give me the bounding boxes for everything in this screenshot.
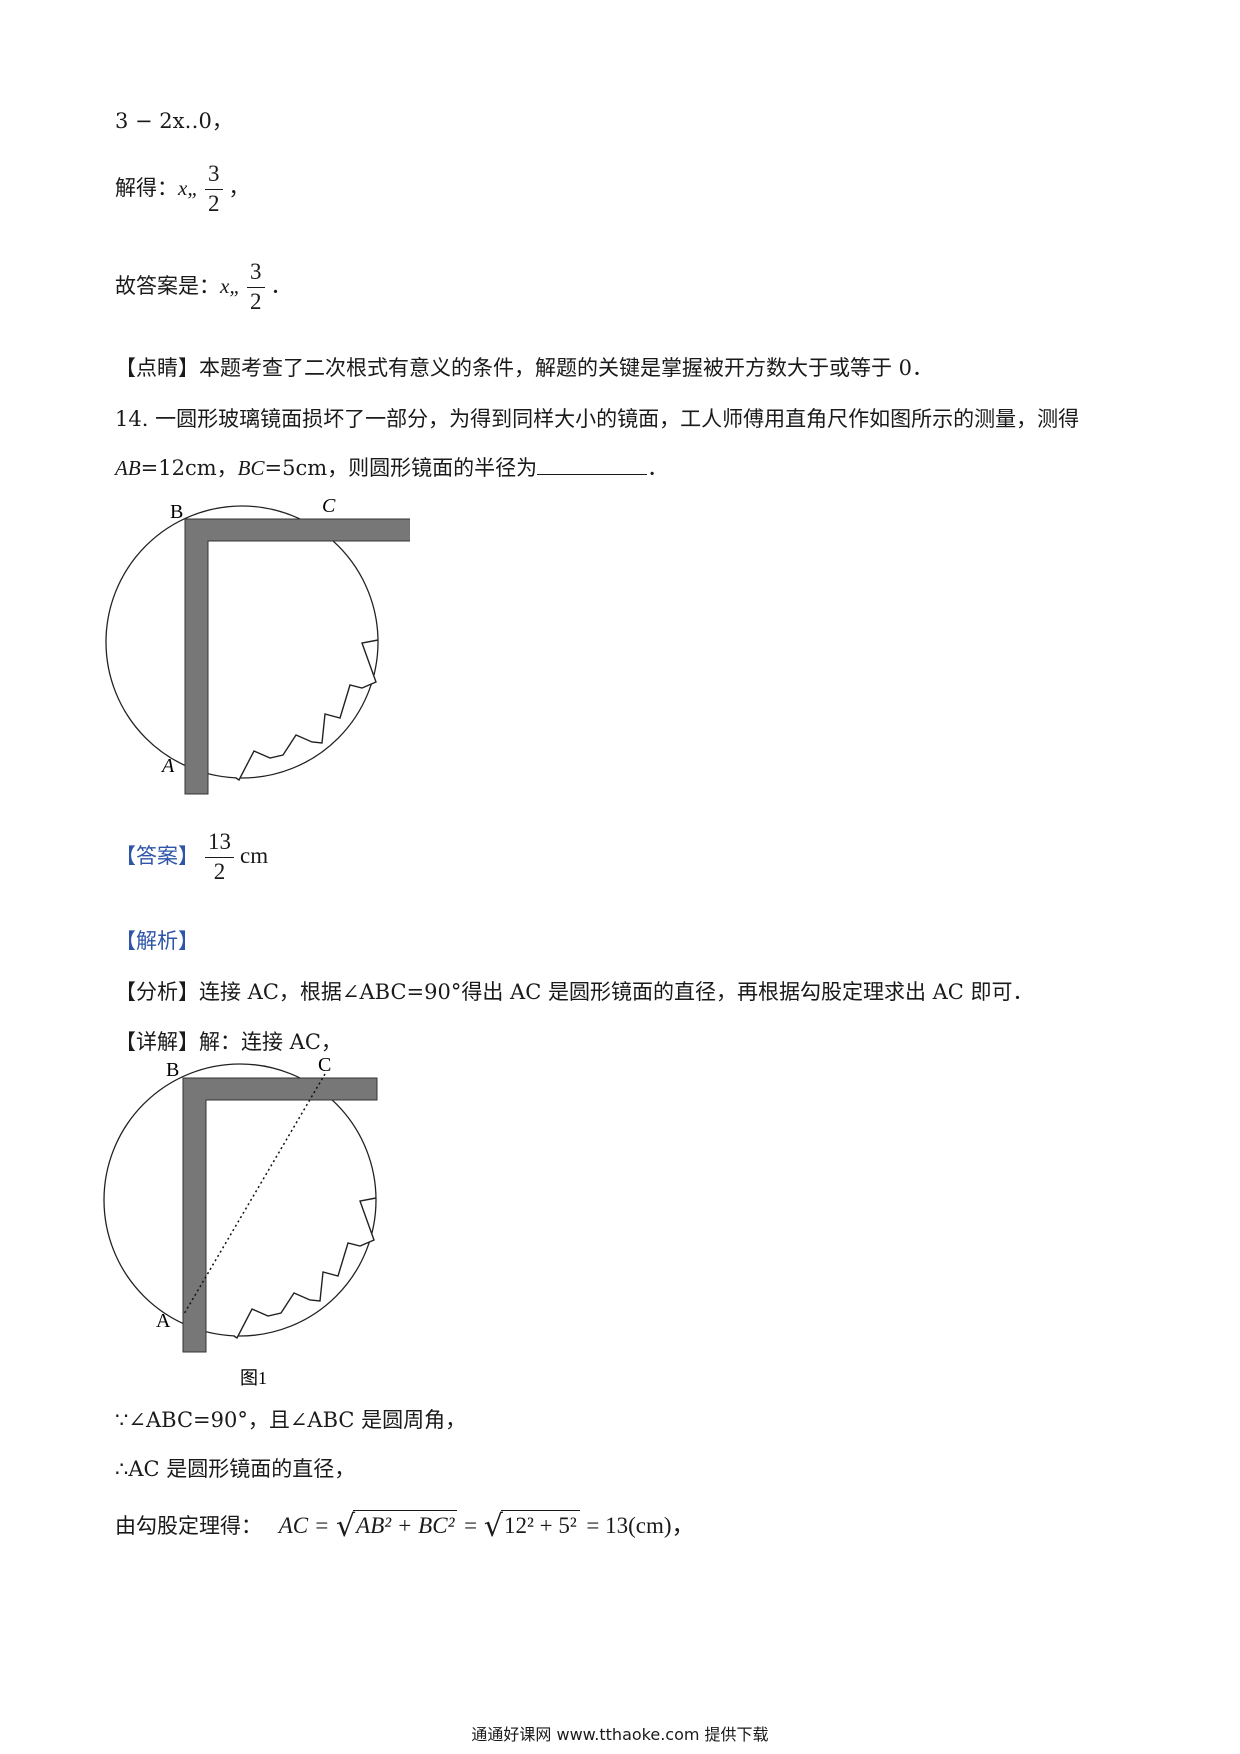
label-b: B [170,501,183,523]
label-c: C [322,495,336,517]
xiangjie-line: 【详解】解：连接 AC， [115,1026,342,1056]
label-a: A [160,755,175,777]
solve-prefix: 解得： [115,175,178,200]
mirror-circle [105,505,379,779]
fenxi-text: 连接 AC，根据∠ABC=90°得出 AC 是圆形镜面的直径，再根据勾股定理求出… [199,980,1034,1004]
inequality-text: 3 − 2x‥0， [115,109,233,133]
question-14-line2: AB=12cm，BC=5cm，则圆形镜面的半径为． [115,456,669,480]
answer-is-prefix: 故答案是： [115,273,220,298]
answer-unit: cm [240,842,269,868]
broken-edge [235,639,379,782]
radicand-1: AB² + BC² [353,1510,458,1541]
fenxi-line: 【分析】连接 AC，根据∠ABC=90°得出 AC 是圆形镜面的直径，再根据勾股… [115,976,1034,1006]
inequality-line: 3 − 2x‥0， [115,105,233,135]
label-a-2: A [156,1310,171,1332]
page-footer: 通通好课网 www.tthaoke.com 提供下载 [471,1725,769,1744]
therefore-line: ∴AC 是圆形镜面的直径， [115,1457,356,1481]
diameter-ac [183,1073,326,1315]
broken-edge-2 [233,1197,377,1340]
fenxi-tag: 【分析】 [115,980,199,1004]
dianjing-tag: 【点睛】 [115,356,199,380]
pythagoras-line: 由勾股定理得： AC = √AB² + BC² = √12² + 5² = 13… [115,1509,695,1544]
answer-blank [537,456,648,475]
because-line: ∵∠ABC=90°，且∠ABC 是圆周角， [115,1408,467,1432]
dianjing-text: 本题考查了二次根式有意义的条件，解题的关键是掌握被开方数大于或等于 0． [199,356,934,380]
xiangjie-text: 解：连接 AC， [199,1030,342,1054]
figure-caption: 图1 [240,1368,267,1388]
label-b-2: B [166,1059,179,1081]
answer-tag: 【答案】 [115,843,199,868]
jiexi-line: 【解析】 [115,925,199,955]
square-ruler [184,518,410,795]
mirror-figure: B C A [105,495,410,795]
mirror-circle-2 [103,1063,377,1337]
solve-var: x„ [178,175,199,200]
dianjing-line: 【点睛】本题考查了二次根式有意义的条件，解题的关键是掌握被开方数大于或等于 0． [115,352,933,382]
mirror-figure-with-diameter: B C A 图1 [103,1054,378,1388]
question-14-line1: 14. 一圆形玻璃镜面损坏了一部分，为得到同样大小的镜面，工人师傅用直角尺作如图… [115,407,1080,431]
square-ruler-2 [182,1077,378,1353]
xiangjie-tag: 【详解】 [115,1030,199,1054]
label-c-2: C [318,1054,331,1076]
radicand-2: 12² + 5² [500,1510,580,1541]
jiexi-tag: 【解析】 [115,929,199,953]
